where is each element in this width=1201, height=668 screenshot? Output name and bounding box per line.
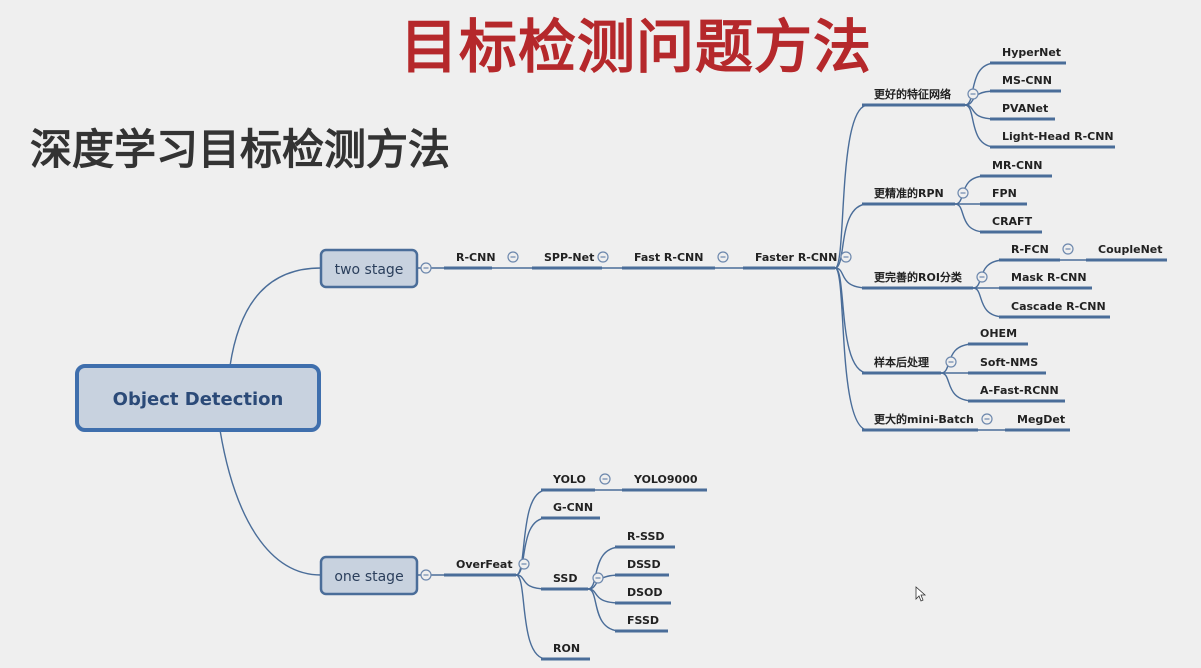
two-stage-label: two stage	[335, 262, 404, 278]
collapse-icon[interactable]	[957, 187, 969, 199]
branch-node[interactable]: 更大的mini-Batch	[874, 412, 974, 426]
connector-line	[515, 517, 548, 576]
one-stage-label: one stage	[334, 569, 403, 585]
connector-line	[964, 62, 997, 106]
connector-line	[954, 203, 987, 233]
chain-node[interactable]: SPP-Net	[544, 251, 594, 264]
root-label: Object Detection	[113, 389, 284, 410]
connector-line	[229, 267, 322, 367]
branch-node[interactable]: 样本后处理	[874, 355, 929, 369]
leaf-node[interactable]: SSD	[553, 572, 577, 585]
connector-line	[219, 429, 322, 576]
collapse-icon[interactable]	[981, 413, 993, 425]
leaf-node[interactable]: DSSD	[627, 558, 661, 571]
chain-node[interactable]: Fast R-CNN	[634, 251, 703, 264]
leaf-node[interactable]: RON	[553, 642, 580, 655]
connector-line	[587, 546, 622, 590]
leaf-node[interactable]: R-FCN	[1011, 243, 1049, 256]
collapse-icon[interactable]	[717, 251, 729, 263]
subtitle: 深度学习目标检测方法	[30, 125, 451, 174]
one-stage-topic[interactable]: one stage	[319, 555, 419, 596]
leaf-node[interactable]: FPN	[992, 187, 1017, 200]
leaf-node[interactable]: A-Fast-RCNN	[980, 384, 1059, 397]
collapse-icon[interactable]	[840, 251, 852, 263]
leaf-node[interactable]: Light-Head R-CNN	[1002, 130, 1114, 143]
main-title: 目标检测问题方法	[400, 13, 873, 81]
connector-line	[834, 203, 869, 269]
overfeat-node[interactable]: OverFeat	[456, 558, 513, 571]
leaf-node[interactable]: MR-CNN	[992, 159, 1042, 172]
connector-line	[834, 267, 869, 289]
chain-node[interactable]: R-CNN	[456, 251, 496, 264]
connector-line	[515, 574, 548, 660]
leaf-node[interactable]: Soft-NMS	[980, 356, 1038, 369]
two-stage-topic[interactable]: two stage	[319, 248, 419, 289]
connector-line	[940, 372, 975, 402]
collapse-icon[interactable]	[599, 473, 611, 485]
collapse-icon[interactable]	[507, 251, 519, 263]
connector-line	[834, 267, 869, 431]
connector-line	[834, 104, 869, 269]
leaf-node[interactable]: CoupleNet	[1098, 243, 1163, 256]
collapse-icon[interactable]	[967, 88, 979, 100]
mouse-cursor-icon	[915, 586, 927, 602]
collapse-icon[interactable]	[420, 569, 432, 581]
branch-node[interactable]: 更精准的RPN	[874, 186, 944, 200]
leaf-node[interactable]: MegDet	[1017, 413, 1065, 426]
leaf-node[interactable]: DSOD	[627, 586, 663, 599]
leaf-node[interactable]: YOLO9000	[633, 473, 698, 486]
leaf-node[interactable]: R-SSD	[627, 530, 665, 543]
collapse-icon[interactable]	[597, 251, 609, 263]
collapse-icon[interactable]	[945, 356, 957, 368]
leaf-node[interactable]: OHEM	[980, 327, 1017, 340]
leaf-node[interactable]: CRAFT	[992, 215, 1033, 228]
root-topic[interactable]: Object Detection	[75, 364, 321, 432]
connector-line	[964, 104, 997, 148]
leaf-node[interactable]: Mask R-CNN	[1011, 271, 1087, 284]
leaf-node[interactable]: YOLO	[552, 473, 586, 486]
connector-line	[972, 287, 1006, 318]
collapse-icon[interactable]	[976, 271, 988, 283]
collapse-icon[interactable]	[518, 558, 530, 570]
collapse-icon[interactable]	[592, 572, 604, 584]
chain-node[interactable]: Faster R-CNN	[755, 251, 837, 264]
collapse-icon[interactable]	[1062, 243, 1074, 255]
connector-line	[940, 343, 975, 374]
leaf-node[interactable]: HyperNet	[1002, 46, 1061, 59]
leaf-node[interactable]: FSSD	[627, 614, 659, 627]
connector-line	[515, 574, 548, 590]
leaf-node[interactable]: PVANet	[1002, 102, 1048, 115]
collapse-icon[interactable]	[420, 262, 432, 274]
leaf-node[interactable]: G-CNN	[553, 501, 593, 514]
connector-line	[587, 588, 622, 604]
branch-node[interactable]: 更完善的ROI分类	[874, 270, 963, 284]
leaf-node[interactable]: MS-CNN	[1002, 74, 1052, 87]
connector-line	[515, 489, 548, 576]
branch-node[interactable]: 更好的特征网络	[874, 87, 951, 101]
leaf-node[interactable]: Cascade R-CNN	[1011, 300, 1106, 313]
connector-line	[587, 588, 622, 632]
